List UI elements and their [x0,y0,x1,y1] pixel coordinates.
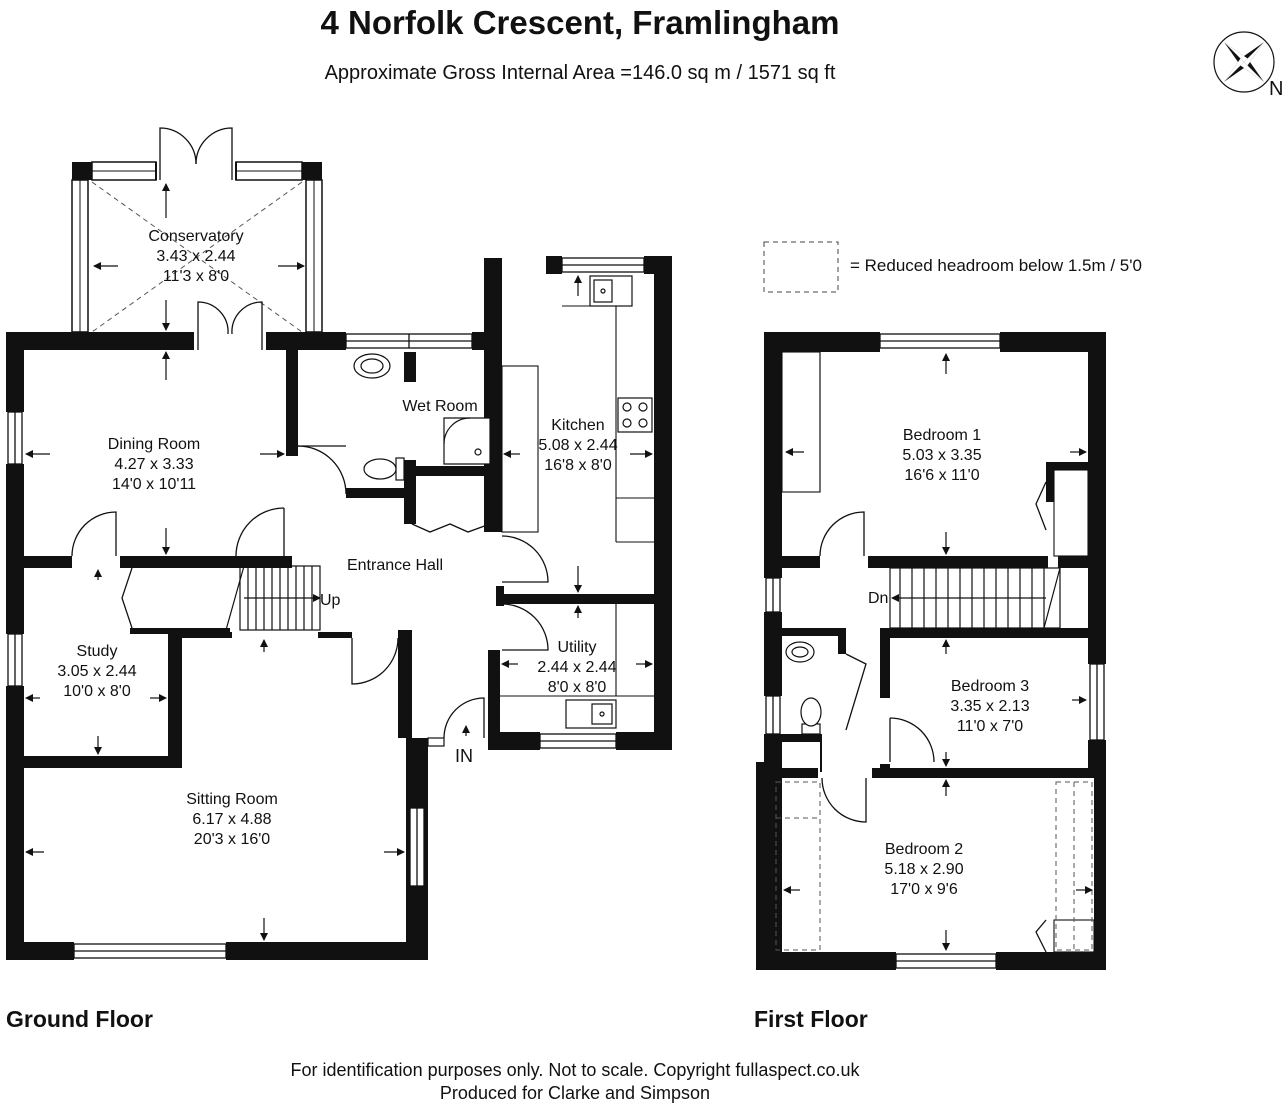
room-bedroom-3: Bedroom 3 3.35 x 2.13 11'0 x 7'0 [950,677,1029,737]
conservatory-outline [71,127,323,333]
room-name: Bedroom 1 [902,427,982,444]
room-bedroom-1: Bedroom 1 5.03 x 3.35 16'6 x 11'0 [902,426,981,486]
first-floor-label: First Floor [754,1006,868,1032]
ground-floor-walls [6,256,672,960]
room-conservatory: Conservatory 3.43 x 2.44 11'3 x 8'0 [148,227,243,287]
reduced-headroom-legend: = Reduced headroom below 1.5m / 5'0 [850,256,1142,275]
ground-dimension-arrows [25,183,653,941]
room-name: Study [76,643,118,660]
room-metric: 3.35 x 2.13 [950,698,1030,715]
room-name: Dining Room [107,436,201,453]
gross-area-subtitle: Approximate Gross Internal Area =146.0 s… [324,62,836,84]
room-name: Bedroom 2 [884,841,964,858]
ground-worktops [500,305,654,697]
ground-floor-plan [6,127,672,960]
room-imperial: 14'0 x 10'11 [111,476,197,493]
footer-disclaimer: For identification purposes only. Not to… [290,1060,860,1080]
compass-north-label: N [1269,78,1284,100]
room-name: Bedroom 3 [950,678,1030,695]
stairs-up-label: Up [320,592,341,609]
room-metric: 6.17 x 4.88 [192,811,272,828]
footer-produced-for: Produced for Clarke and Simpson [439,1083,711,1103]
room-metric: 3.05 x 2.44 [57,663,137,680]
room-name: Wet Room [402,398,478,415]
room-dining-room: Dining Room 4.27 x 3.33 14'0 x 10'11 [108,435,200,495]
room-name: Entrance Hall [346,557,444,574]
room-bedroom-2: Bedroom 2 5.18 x 2.90 17'0 x 9'6 [884,840,963,900]
room-kitchen: Kitchen 5.08 x 2.44 16'8 x 8'0 [538,416,617,476]
compass-icon [1213,31,1275,93]
first-floor-doors [819,481,1047,953]
ground-fixtures [353,275,653,747]
room-imperial: 11'3 x 8'0 [162,268,230,285]
room-metric: 5.08 x 2.44 [538,437,618,454]
room-imperial: 10'0 x 8'0 [63,683,131,700]
first-floor-windows [765,333,1105,969]
room-name: Conservatory [148,228,244,245]
first-stairs [889,567,1061,629]
reduced-headroom-legend-swatch [763,241,839,293]
first-floor-plan [756,241,1106,970]
room-imperial: 16'8 x 8'0 [544,457,612,474]
room-imperial: 16'6 x 11'0 [904,467,980,484]
page-title: 4 Norfolk Crescent, Framlingham [320,4,840,41]
ground-floor-label: Ground Floor [6,1006,153,1032]
first-floor-reduced-headroom [775,781,1093,951]
room-wet-room: Wet Room [402,397,477,417]
ground-floor-doors [71,301,549,739]
first-floor-built-ins [781,351,1095,953]
room-metric: 3.43 x 2.44 [156,248,236,265]
room-imperial: 17'0 x 9'6 [890,881,958,898]
first-fixtures [785,641,822,735]
room-entrance-hall: Entrance Hall [347,556,443,576]
ground-stairs [225,565,321,631]
entrance-in-label: IN [455,746,473,766]
room-imperial: 8'0 x 8'0 [547,679,607,696]
first-dimension-arrows [783,353,1093,951]
room-imperial: 11'0 x 7'0 [956,718,1024,735]
first-floor-walls [756,332,1106,970]
room-utility: Utility 2.44 x 2.44 8'0 x 8'0 [537,638,616,698]
room-name: Utility [557,639,597,656]
room-study: Study 3.05 x 2.44 10'0 x 8'0 [57,642,136,702]
room-metric: 5.03 x 3.35 [902,447,982,464]
room-metric: 2.44 x 2.44 [537,659,617,676]
room-metric: 5.18 x 2.90 [884,861,964,878]
room-name: Kitchen [551,417,605,434]
room-sitting-room: Sitting Room 6.17 x 4.88 20'3 x 16'0 [186,790,278,850]
ground-floor-windows [7,257,645,959]
room-name: Sitting Room [186,791,278,808]
room-imperial: 20'3 x 16'0 [193,831,271,848]
room-metric: 4.27 x 3.33 [114,456,194,473]
stairs-down-label: Dn [868,590,889,607]
